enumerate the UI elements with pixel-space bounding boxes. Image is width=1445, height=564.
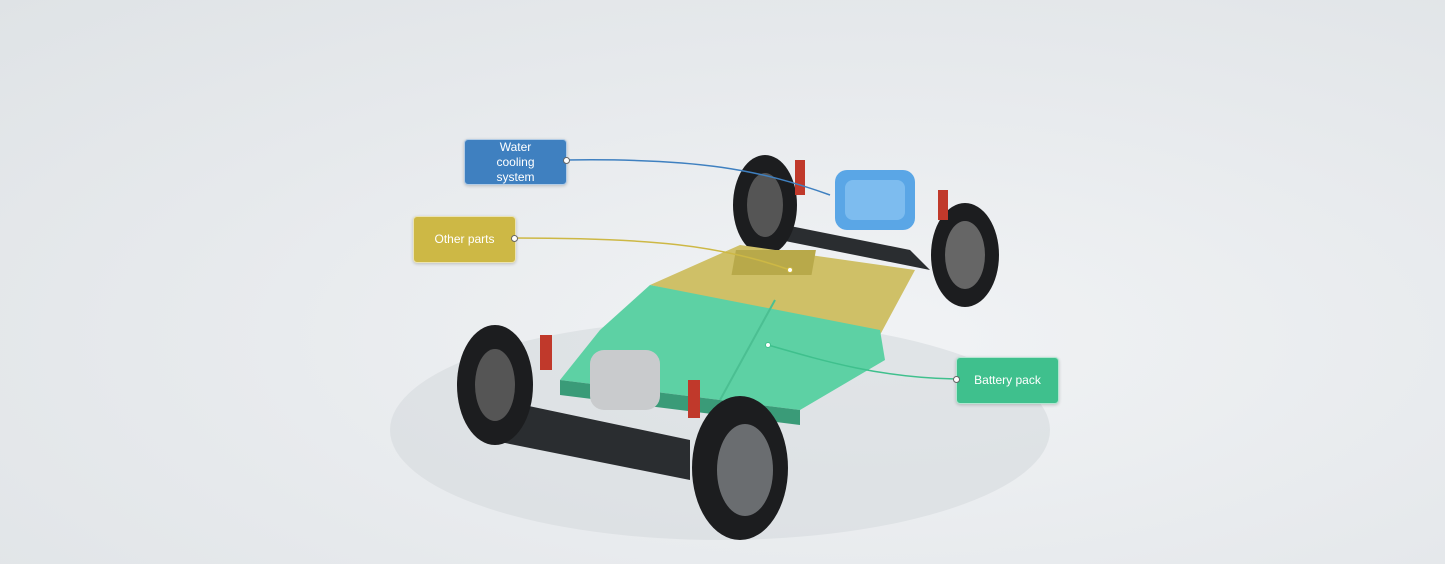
other-parts-section: [650, 245, 915, 335]
battery-pack-anchor-dot: [953, 376, 960, 383]
rear-subframe: [733, 155, 999, 307]
battery-pack-label[interactable]: Battery pack: [956, 357, 1059, 404]
front-subframe: [457, 325, 788, 540]
water-cooling-anchor-dot: [563, 157, 570, 164]
water-cooling-leader-line: [564, 159, 831, 196]
front-motor: [590, 350, 660, 410]
battery-pack-label-text: Battery pack: [974, 373, 1041, 387]
other-parts-label[interactable]: Other parts: [413, 216, 516, 263]
water-cooling-label-text: Water cooling system: [496, 139, 535, 184]
water-cooling-system-label[interactable]: Water cooling system: [464, 139, 567, 185]
other-parts-leader-line: [513, 237, 791, 271]
other-parts-anchor-dot: [511, 235, 518, 242]
battery-leader-line: [767, 344, 957, 380]
other-parts-label-text: Other parts: [434, 232, 495, 246]
